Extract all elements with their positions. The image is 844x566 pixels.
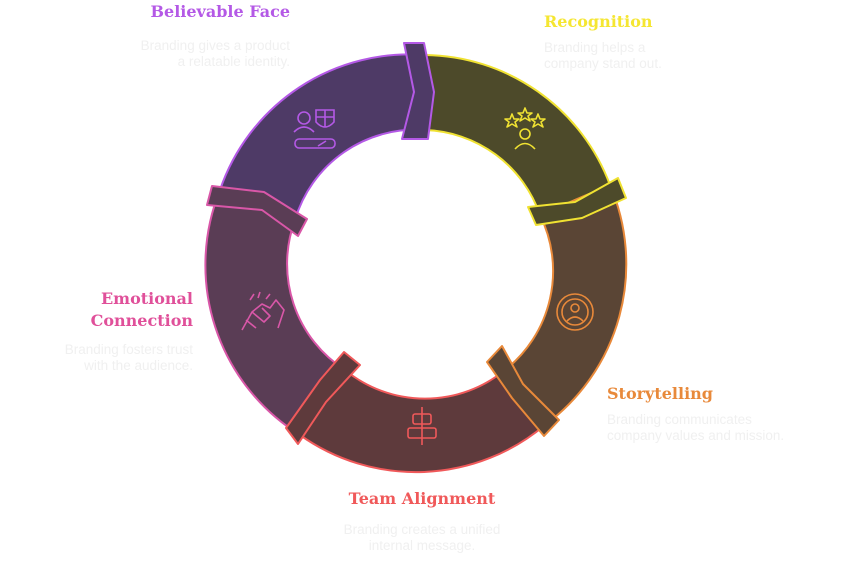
connector-tab-believable-to-recognition (401, 42, 435, 140)
stage-desc-believable-1: Branding gives a product (140, 38, 290, 53)
stage-desc-emotional-1: Branding fosters trust (64, 342, 193, 357)
stage-title-recognition: Recognition (544, 12, 653, 31)
stage-title-believable-face: Believable Face (150, 2, 291, 21)
connector-tab-emotional-to-believable (206, 185, 308, 237)
stars-person-icon (504, 107, 546, 150)
stage-desc-recognition-1: Branding helps a (544, 40, 646, 55)
connector-tab-recognition-to-storytelling (527, 177, 627, 226)
connector-tab-storytelling-to-team (486, 345, 560, 437)
person-circle-icon (556, 293, 594, 331)
label-storytelling: Storytelling Branding communicates compa… (607, 383, 842, 444)
face-mask-id-icon (293, 109, 336, 149)
stage-title-emotional-1: Emotional (100, 289, 193, 308)
stage-title-storytelling: Storytelling (607, 384, 713, 403)
align-center-icon (407, 407, 437, 445)
stage-title-emotional-2: Connection (90, 311, 193, 330)
stage-desc-storytelling-2: company values and mission. (607, 428, 785, 443)
connector-tab-team-to-emotional (285, 351, 361, 445)
stage-desc-believable-2: a relatable identity. (177, 54, 290, 69)
segment-recognition (424, 54, 611, 216)
stage-desc-team-alignment-1: Branding creates a unified (343, 522, 501, 537)
stage-desc-recognition-2: company stand out. (544, 56, 662, 71)
label-believable-face: Believable Face Branding gives a product… (60, 1, 290, 70)
stage-desc-team-alignment-2: internal message. (368, 538, 476, 553)
stage-desc-storytelling-1: Branding communicates (607, 412, 752, 427)
label-team-alignment: Team Alignment Branding creates a unifie… (312, 488, 532, 554)
stage-desc-emotional-2: with the audience. (84, 358, 193, 373)
handshake-icon (241, 291, 285, 331)
stage-title-team-alignment: Team Alignment (348, 489, 496, 508)
label-recognition: Recognition Branding helps a company sta… (544, 11, 764, 72)
label-emotional-connection: Emotional Connection Branding fosters tr… (0, 288, 193, 374)
